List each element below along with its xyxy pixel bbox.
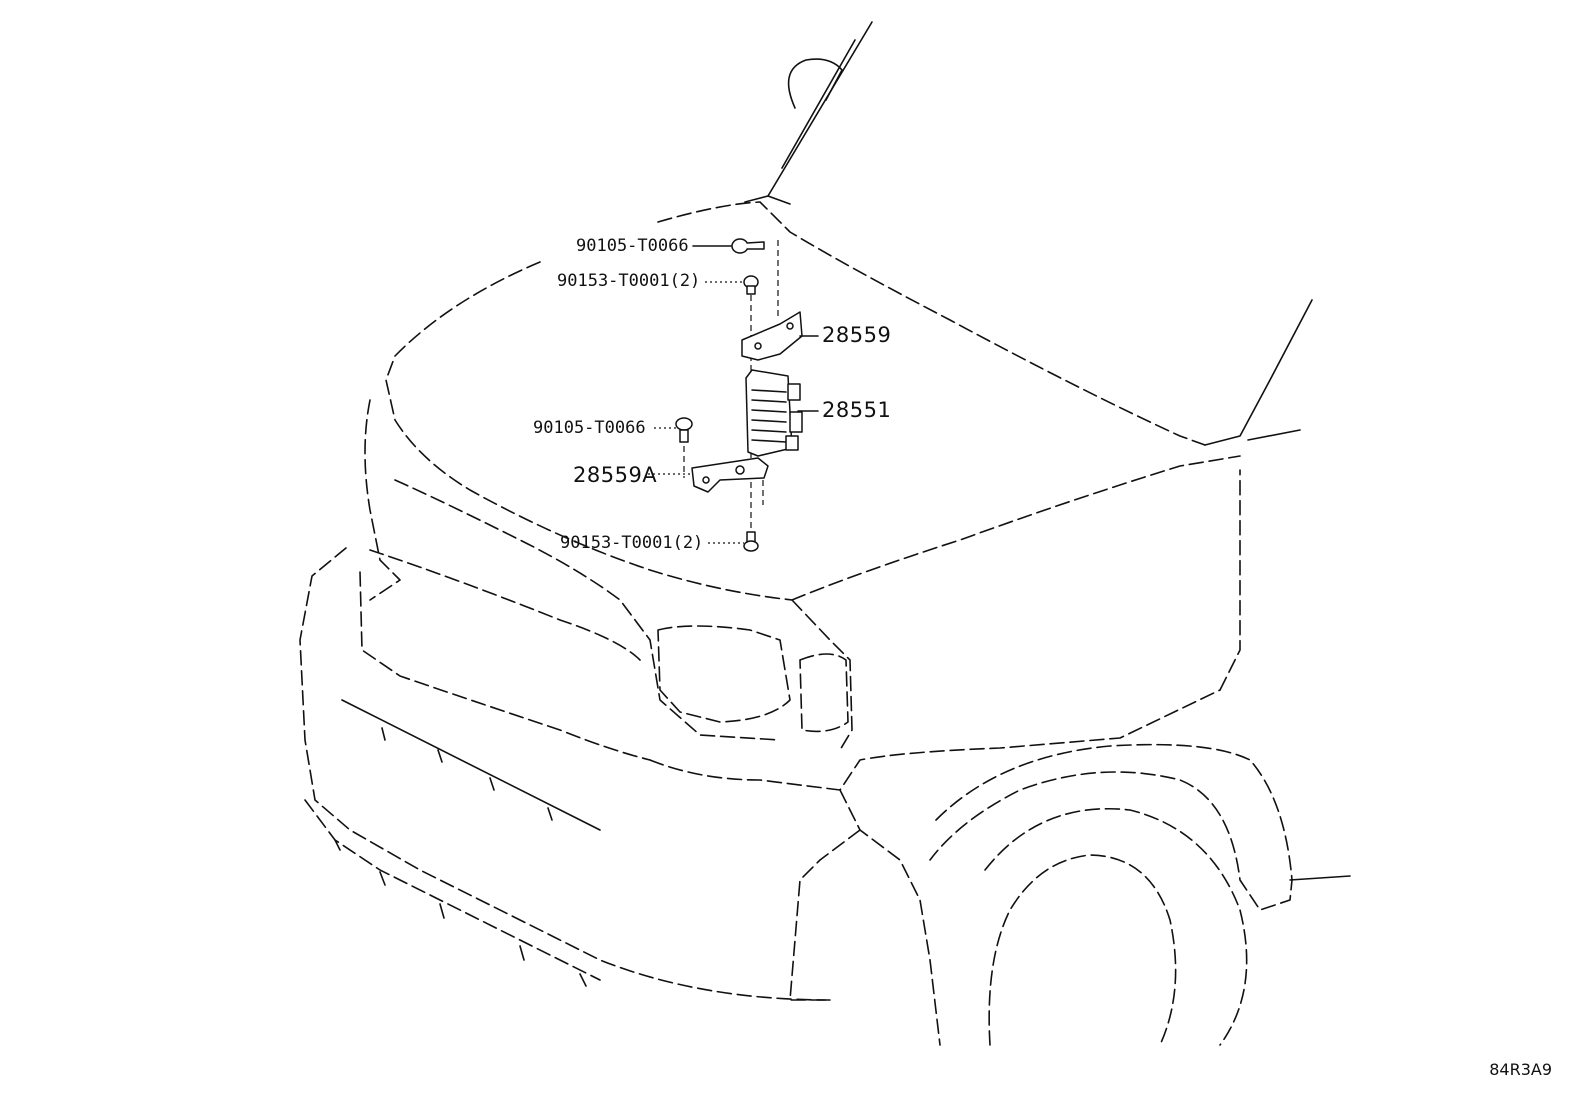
module-part bbox=[745, 369, 803, 457]
bolt-mid-part bbox=[675, 417, 693, 443]
callout-module: 28551 bbox=[822, 398, 892, 422]
bolt-top-part bbox=[731, 238, 765, 254]
diagram-code: 84R3A9 bbox=[1489, 1060, 1552, 1079]
callout-nut-bottom: 90153-T0001(2) bbox=[560, 533, 704, 553]
leader-lines bbox=[648, 245, 819, 544]
vehicle-outline bbox=[299, 21, 1351, 1046]
callout-bracket-lower: 28559A bbox=[573, 463, 658, 487]
nut-top-part bbox=[743, 275, 759, 295]
callout-nut-top: 90153-T0001(2) bbox=[557, 271, 701, 291]
callout-bolt-mid: 90105-T0066 bbox=[533, 418, 646, 438]
callout-bracket-upper: 28559 bbox=[822, 323, 892, 347]
nut-bottom-part bbox=[743, 531, 759, 552]
bracket-upper-part bbox=[741, 311, 803, 361]
bracket-lower-part bbox=[691, 457, 769, 493]
callout-bolt-top: 90105-T0066 bbox=[576, 236, 689, 256]
